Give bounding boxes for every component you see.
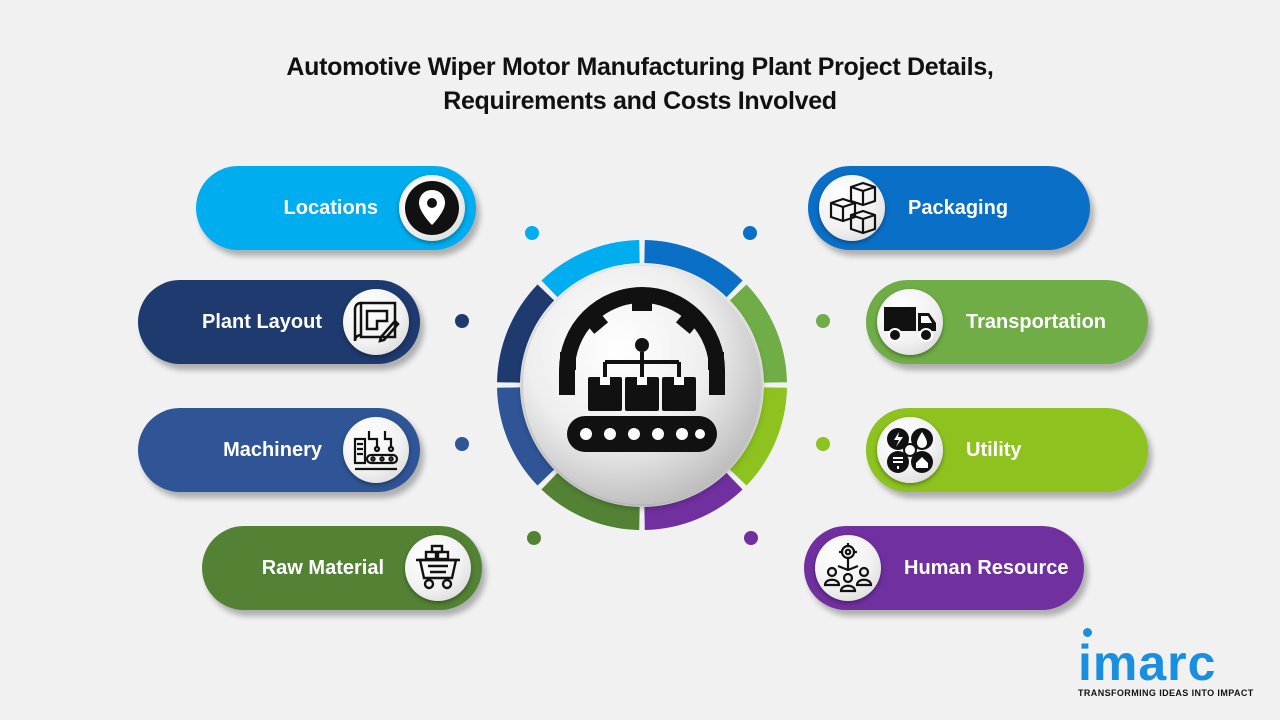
item-label: Plant Layout: [201, 311, 322, 333]
machinery-icon: [353, 431, 399, 471]
title-line-2: Requirements and Costs Involved: [443, 87, 837, 115]
connector-dot: [744, 531, 758, 545]
blueprint-icon: [353, 301, 400, 343]
boxes-icon: [829, 181, 877, 235]
item-raw-material: Raw Material: [202, 526, 482, 610]
item-label: Human Resource: [904, 557, 1069, 579]
item-machinery: Machinery: [138, 408, 420, 492]
mine-cart-icon: [416, 544, 460, 590]
item-locations: Locations: [196, 166, 476, 250]
connector-dot: [455, 314, 469, 328]
item-label: Utility: [966, 439, 1022, 461]
logo-dot: [1083, 628, 1092, 637]
connector-dot: [527, 531, 541, 545]
item-label: Transportation: [966, 311, 1107, 333]
item-label: Raw Material: [261, 557, 384, 579]
title-line-1: Automotive Wiper Motor Manufacturing Pla…: [286, 53, 994, 81]
ring-segment-packaging: [644, 240, 743, 298]
ring-segment-plant-layout: [497, 284, 555, 383]
ring-segment-machinery: [497, 387, 555, 486]
ring-segment-transportation: [729, 284, 787, 383]
item-transportation: Transportation: [866, 280, 1148, 364]
logo-wordmark: imarc: [1078, 635, 1217, 691]
connector-dot: [816, 437, 830, 451]
ring-segment-utility: [729, 387, 787, 486]
page-title: Automotive Wiper Motor Manufacturing Pla…: [0, 50, 1280, 118]
item-packaging: Packaging: [808, 166, 1090, 250]
connector-dot: [525, 226, 539, 240]
imarc-logo: imarc TRANSFORMING IDEAS INTO IMPACT: [1078, 628, 1253, 702]
connector-dot: [455, 437, 469, 451]
item-label: Locations: [283, 197, 378, 219]
ring-segment-locations: [541, 240, 640, 298]
ring-segment-raw-material: [541, 472, 640, 530]
utility-icon: [887, 428, 933, 473]
truck-icon: [884, 307, 936, 342]
connector-dot: [816, 314, 830, 328]
gear-conveyor-icon: [559, 287, 725, 452]
hub-ring: [497, 240, 787, 530]
logo-tagline: TRANSFORMING IDEAS INTO IMPACT: [1078, 688, 1254, 698]
location-pin-icon: [405, 181, 459, 235]
people-gear-icon: [823, 543, 873, 593]
item-human-resource: Human Resource: [804, 526, 1084, 610]
item-plant-layout: Plant Layout: [138, 280, 420, 364]
item-label: Machinery: [223, 439, 322, 461]
ring-segment-human-resource: [644, 472, 743, 530]
item-label: Packaging: [908, 197, 1009, 219]
item-utility: Utility: [866, 408, 1148, 492]
connector-dot: [743, 226, 757, 240]
